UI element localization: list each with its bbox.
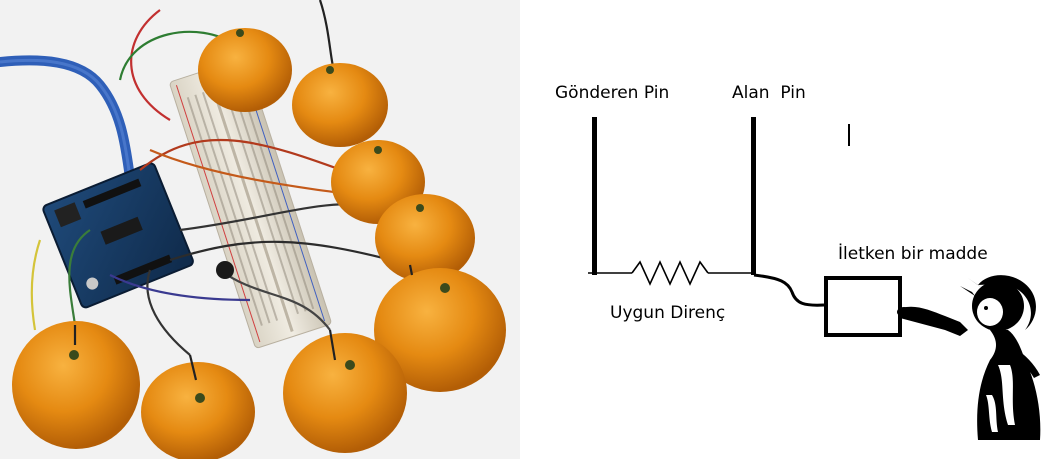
tick-mark: [848, 124, 850, 146]
tangerine-circuit-photo: [0, 0, 520, 462]
resistor-icon: [588, 260, 756, 286]
arduino-board-icon: [42, 162, 194, 309]
sender-pin-line: [592, 117, 597, 275]
sense-wire: [753, 273, 825, 307]
sender-pin-label: Gönderen Pin: [555, 83, 669, 103]
tangerine-icon: [374, 268, 506, 392]
conductor-box: [824, 276, 902, 337]
tangerine-icon: [375, 194, 475, 282]
experiment-photo: [0, 0, 520, 462]
child-touching-icon: [897, 275, 1041, 440]
receiver-pin-line: [751, 117, 756, 275]
tangerine-icon: [198, 28, 292, 112]
tangerine-icon: [141, 362, 255, 462]
circuit-schematic: Gönderen Pin Alan Pin Uygun Direnç İletk…: [555, 83, 1041, 440]
tangerine-icon: [292, 63, 388, 147]
resistor-label: Uygun Direnç: [610, 303, 725, 323]
receiver-pin-label: Alan Pin: [732, 83, 806, 103]
capacitive-sensor-diagram: Gönderen Pin Alan Pin Uygun Direnç İletk…: [520, 0, 1048, 459]
tangerine-icon: [283, 333, 407, 453]
conductor-label: İletken bir madde: [838, 243, 988, 264]
tangerine-icon: [12, 321, 140, 449]
